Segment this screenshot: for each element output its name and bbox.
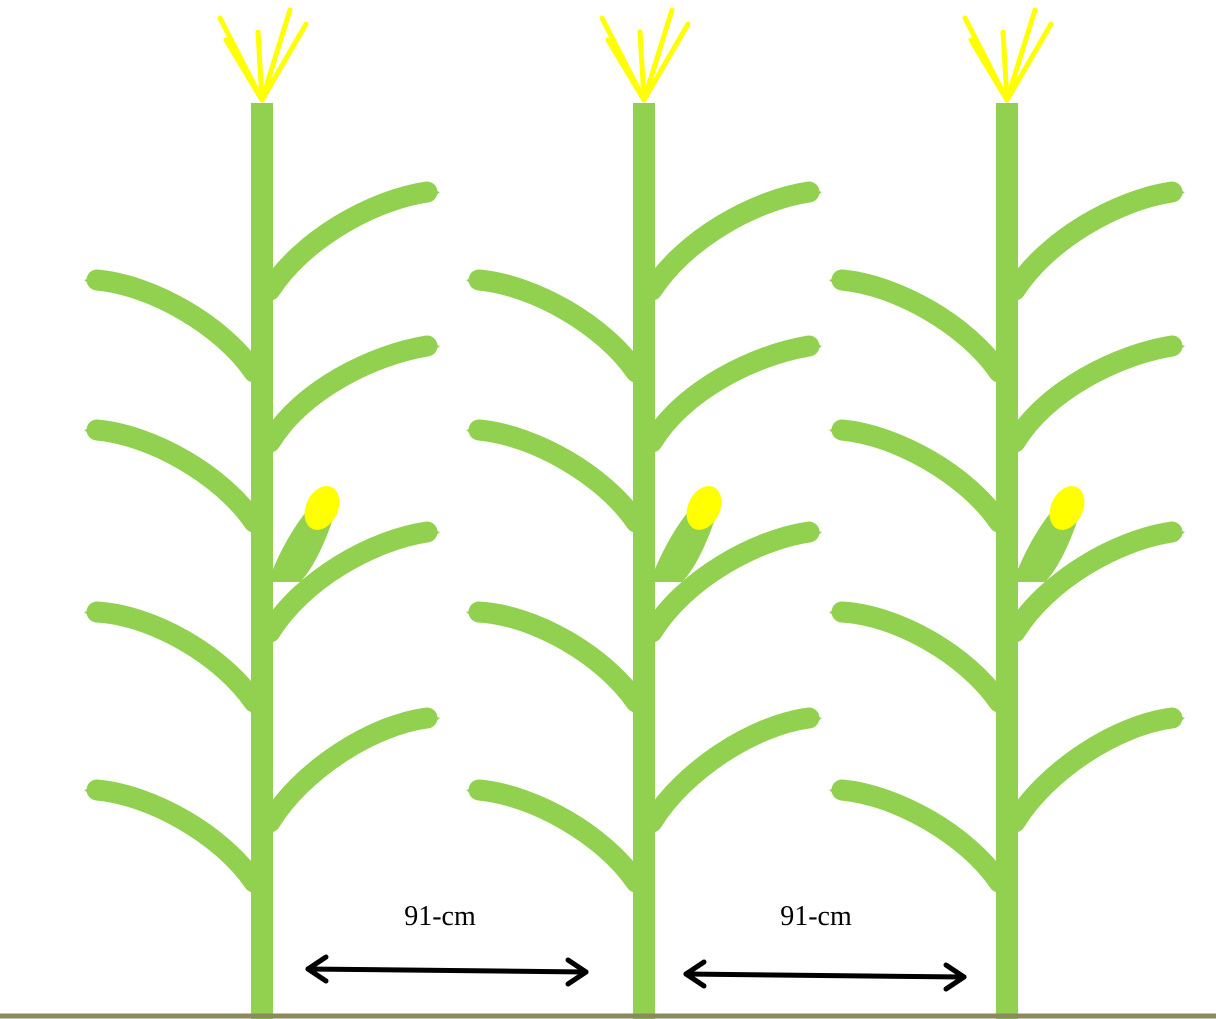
corn-plant-1 [84,10,440,1019]
spacing-arrow-1 [308,957,586,984]
corn-plant-2 [466,10,822,1019]
spacing-label-2: 91-cm [780,901,852,932]
spacing-label-1: 91-cm [404,901,476,932]
spacing-arrow-2 [686,962,964,989]
corn-plant-3 [829,10,1185,1019]
